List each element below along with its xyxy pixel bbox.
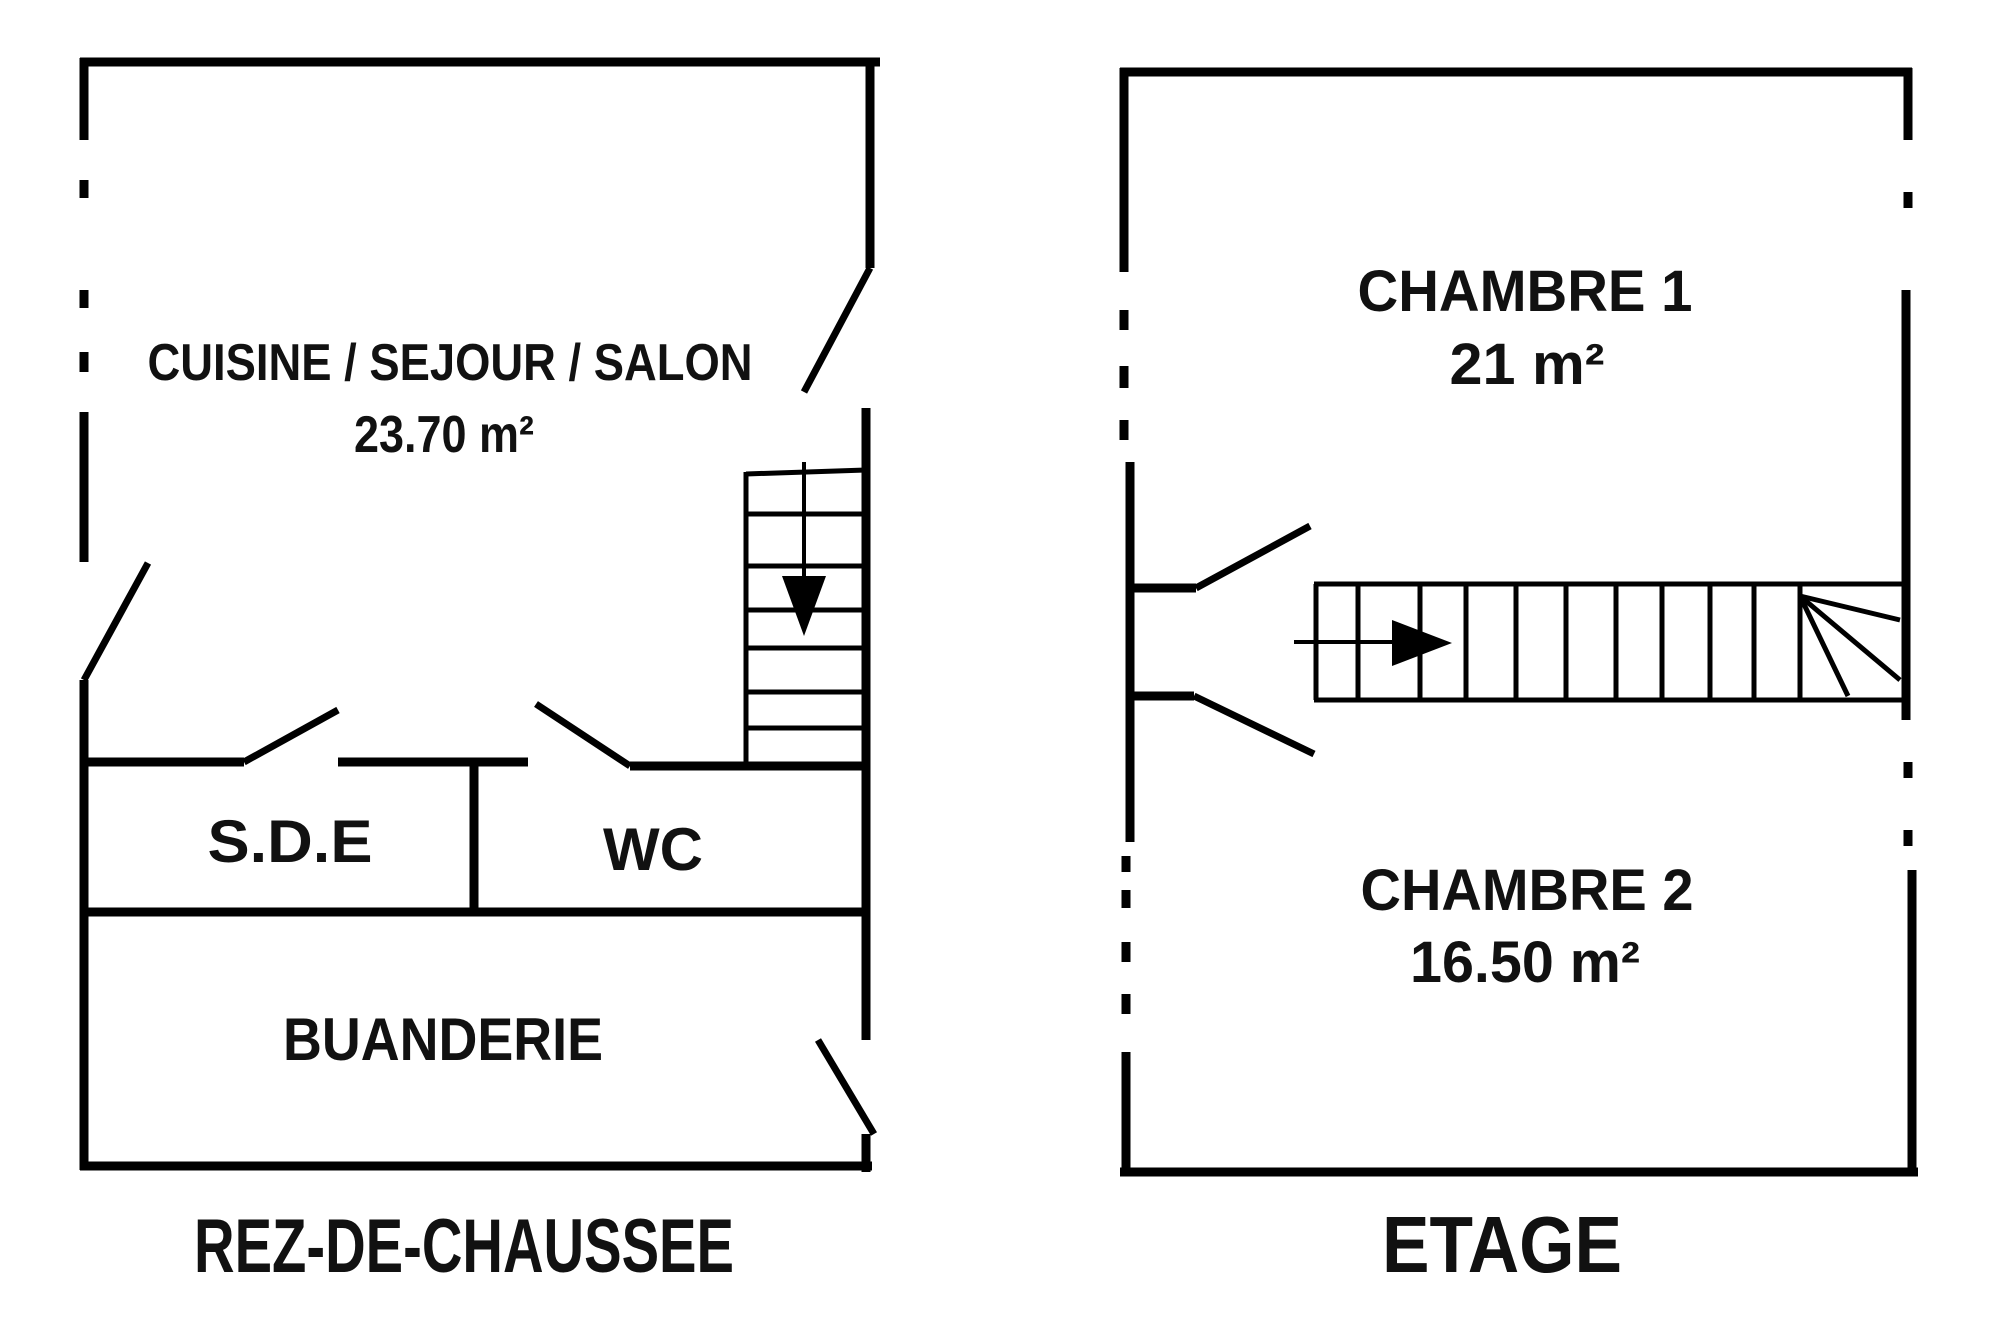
room-name-sde: S.D.E: [208, 808, 373, 875]
door-swing-chambre-1: [1194, 522, 1312, 592]
room-name-wc: WC: [603, 816, 703, 883]
room-name-chambre-1: CHAMBRE 1: [1358, 259, 1693, 324]
ground-floor-walls: [79, 57, 880, 1172]
ground-floor-plan: CUISINE / SEJOUR / SALON 23.70 m² S.D.E …: [79, 57, 880, 1289]
upper-floor-doors: [1192, 522, 1316, 758]
door-swing-sde: [242, 706, 340, 766]
door-swing-kitchen: [800, 266, 874, 394]
room-area-chambre-2: 16.50 m²: [1410, 930, 1640, 995]
door-swing-entrance: [80, 561, 152, 682]
door-swing-chambre-2: [1192, 692, 1316, 758]
door-swing-wc: [534, 701, 632, 769]
door-swing-buanderie: [814, 1038, 878, 1136]
upper-floor-walls: [1119, 67, 1918, 1177]
floor-title-upper: ETAGE: [1382, 1200, 1622, 1289]
upper-floor-plan: CHAMBRE 1 21 m² CHAMBRE 2 16.50 m² ETAGE: [1119, 67, 1918, 1289]
room-name-buanderie: BUANDERIE: [283, 1006, 603, 1073]
ground-floor-doors: [80, 266, 878, 1136]
room-name-cuisine-sejour-salon: CUISINE / SEJOUR / SALON: [148, 334, 753, 392]
room-area-chambre-1: 21 m²: [1450, 332, 1605, 397]
ground-floor-staircase: [743, 462, 867, 762]
upper-floor-staircase: [1294, 581, 1906, 703]
arrow-head-icon: [1392, 620, 1452, 666]
floor-title-ground: REZ-DE-CHAUSSEE: [194, 1204, 734, 1289]
room-area-cuisine-sejour-salon: 23.70 m²: [354, 406, 534, 464]
arrow-head-icon: [782, 576, 826, 636]
room-name-chambre-2: CHAMBRE 2: [1361, 858, 1694, 923]
